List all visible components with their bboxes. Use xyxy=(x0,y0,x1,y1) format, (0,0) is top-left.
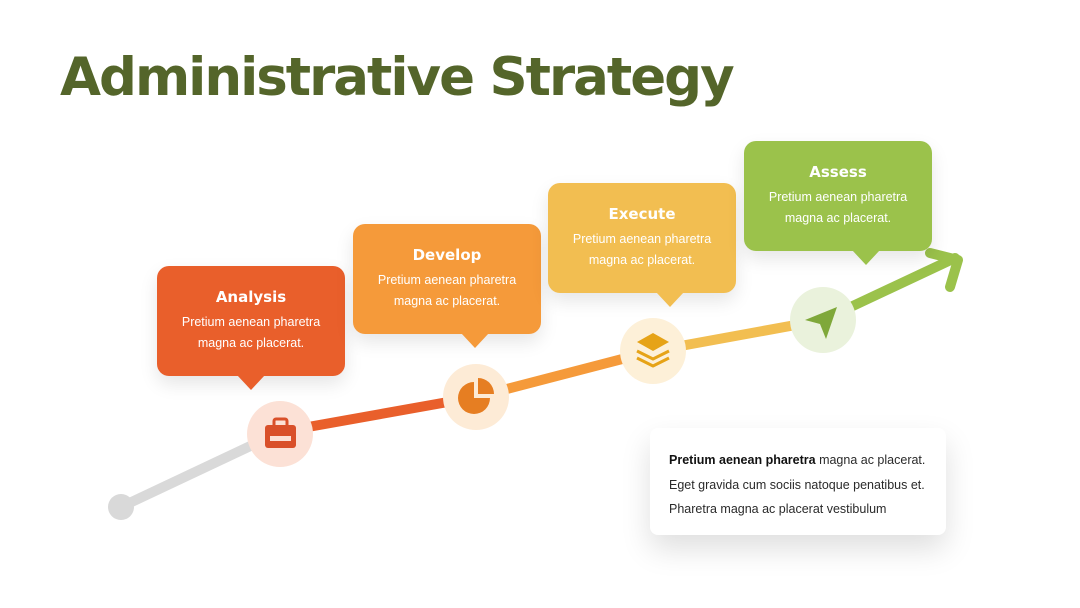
note-bold-text: Pretium aenean pharetra xyxy=(669,453,816,467)
note-card: Pretium aenean pharetra magna ac placera… xyxy=(650,428,946,535)
step-description: Pretium aenean pharetra magna ac placera… xyxy=(181,315,321,350)
milestone-assess xyxy=(790,287,856,353)
step-bubble-develop: Develop Pretium aenean pharetra magna ac… xyxy=(353,224,541,348)
step-description: Pretium aenean pharetra magna ac placera… xyxy=(377,273,517,308)
step-bubble-execute: Execute Pretium aenean pharetra magna ac… xyxy=(548,183,736,307)
pie-chart-icon xyxy=(458,378,494,414)
layers-icon xyxy=(636,333,670,368)
step-bubble-analysis: Analysis Pretium aenean pharetra magna a… xyxy=(157,266,345,390)
step-title: Analysis xyxy=(215,288,287,306)
milestone-analysis xyxy=(247,401,313,467)
step-title: Execute xyxy=(608,205,676,223)
send-icon xyxy=(805,307,837,339)
step-description: Pretium aenean pharetra magna ac placera… xyxy=(768,190,908,225)
step-description: Pretium aenean pharetra magna ac placera… xyxy=(572,232,712,267)
step-title: Assess xyxy=(809,163,867,181)
note-text: magna ac placerat. Eget gravida cum soci… xyxy=(669,453,926,516)
slide-title: Administrative Strategy xyxy=(60,47,735,108)
step-title: Develop xyxy=(412,246,482,264)
track-segment-analysis xyxy=(279,392,477,437)
milestone-execute xyxy=(620,318,686,384)
step-bubble-assess: Assess Pretium aenean pharetra magna ac … xyxy=(744,141,932,265)
milestone-develop xyxy=(443,364,509,430)
track-start-dot xyxy=(108,494,134,520)
arrow-head xyxy=(925,248,963,292)
briefcase-icon xyxy=(265,417,296,448)
